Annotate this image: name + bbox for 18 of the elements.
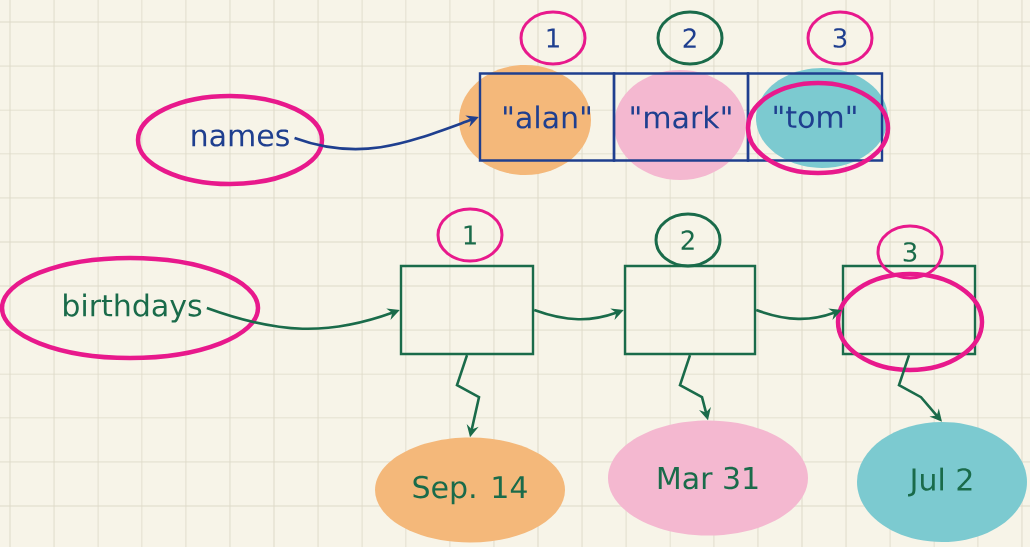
date-blob: Jul 2 [857,422,1027,542]
variable-name: birthdays [64,293,202,323]
circled-number: 1 [519,10,587,66]
array-cell: "mark" [612,72,750,162]
variable-name: names [192,129,289,147]
circled-number: 3 [806,10,874,66]
date-blob: Sep. 14 [375,437,565,543]
circled-number: 2 [654,212,722,268]
circled-number: 2 [656,10,724,66]
empty-box [399,264,535,356]
array-cell: "alan" [478,72,616,162]
empty-box [623,264,757,356]
circled-number: 1 [436,207,504,263]
array-cell: "tom" [746,72,884,162]
arrow [897,354,942,422]
circled-number: 3 [876,224,944,280]
empty-box [841,264,977,356]
date-blob: Mar 31 [608,420,808,536]
